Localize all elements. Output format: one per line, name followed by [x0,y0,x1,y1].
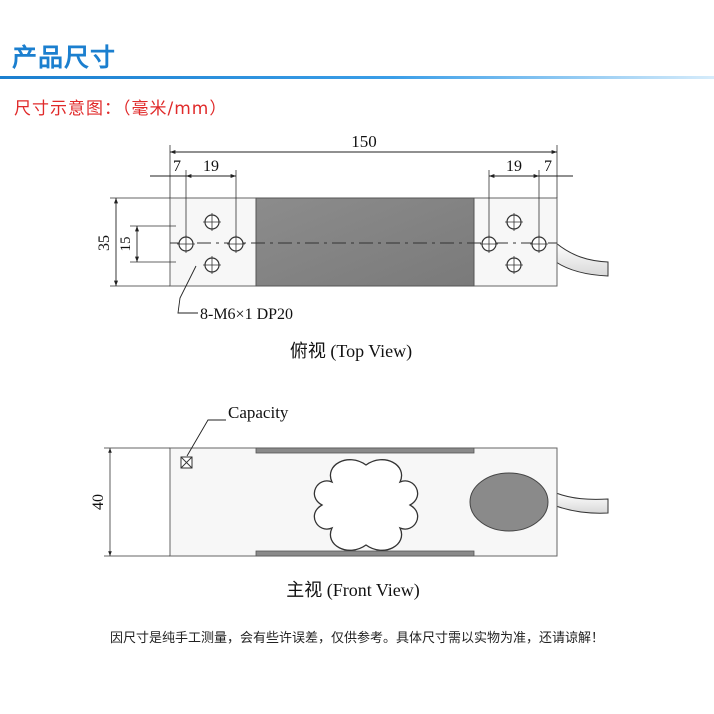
cloverleaf-cutout [313,459,419,551]
top-view-caption: 俯视 (Top View) [290,341,412,362]
dim-left-edge: 7 [173,158,181,175]
dim-height-40: 40 [90,494,107,510]
strain-gauge-area [255,197,475,287]
dim-right-spacing: 19 [506,158,522,175]
front-view: Capacity 40 主视 (Front View) [90,403,609,601]
front-gauge-top [255,447,475,454]
page-subtitle: 尺寸示意图：（毫米/mm） [14,99,228,119]
hole-spec-label: 8-M6×1 DP20 [200,306,293,323]
capacity-label: Capacity [228,403,289,422]
page-title: 产品尺寸 [12,43,117,72]
top-view: 150 7 19 19 7 35 15 8-M6×1 DP20 俯视 (Top … [96,132,609,362]
front-cable [555,492,609,514]
dim-right-edge: 7 [544,158,552,175]
dim-left-spacing: 19 [203,158,219,175]
dim-height-35: 35 [96,235,113,251]
header-divider [0,76,714,79]
cable [555,241,609,277]
front-gauge-bottom [255,550,475,557]
dim-hole-spacing: 15 [118,237,134,252]
footer-note: 因尺寸是纯手工测量，会有些许误差，仅供参考。具体尺寸需以实物为准，还请谅解！ [109,631,604,646]
label-window [469,472,549,532]
front-view-caption: 主视 (Front View) [286,580,420,601]
dim-total-length: 150 [351,132,377,151]
